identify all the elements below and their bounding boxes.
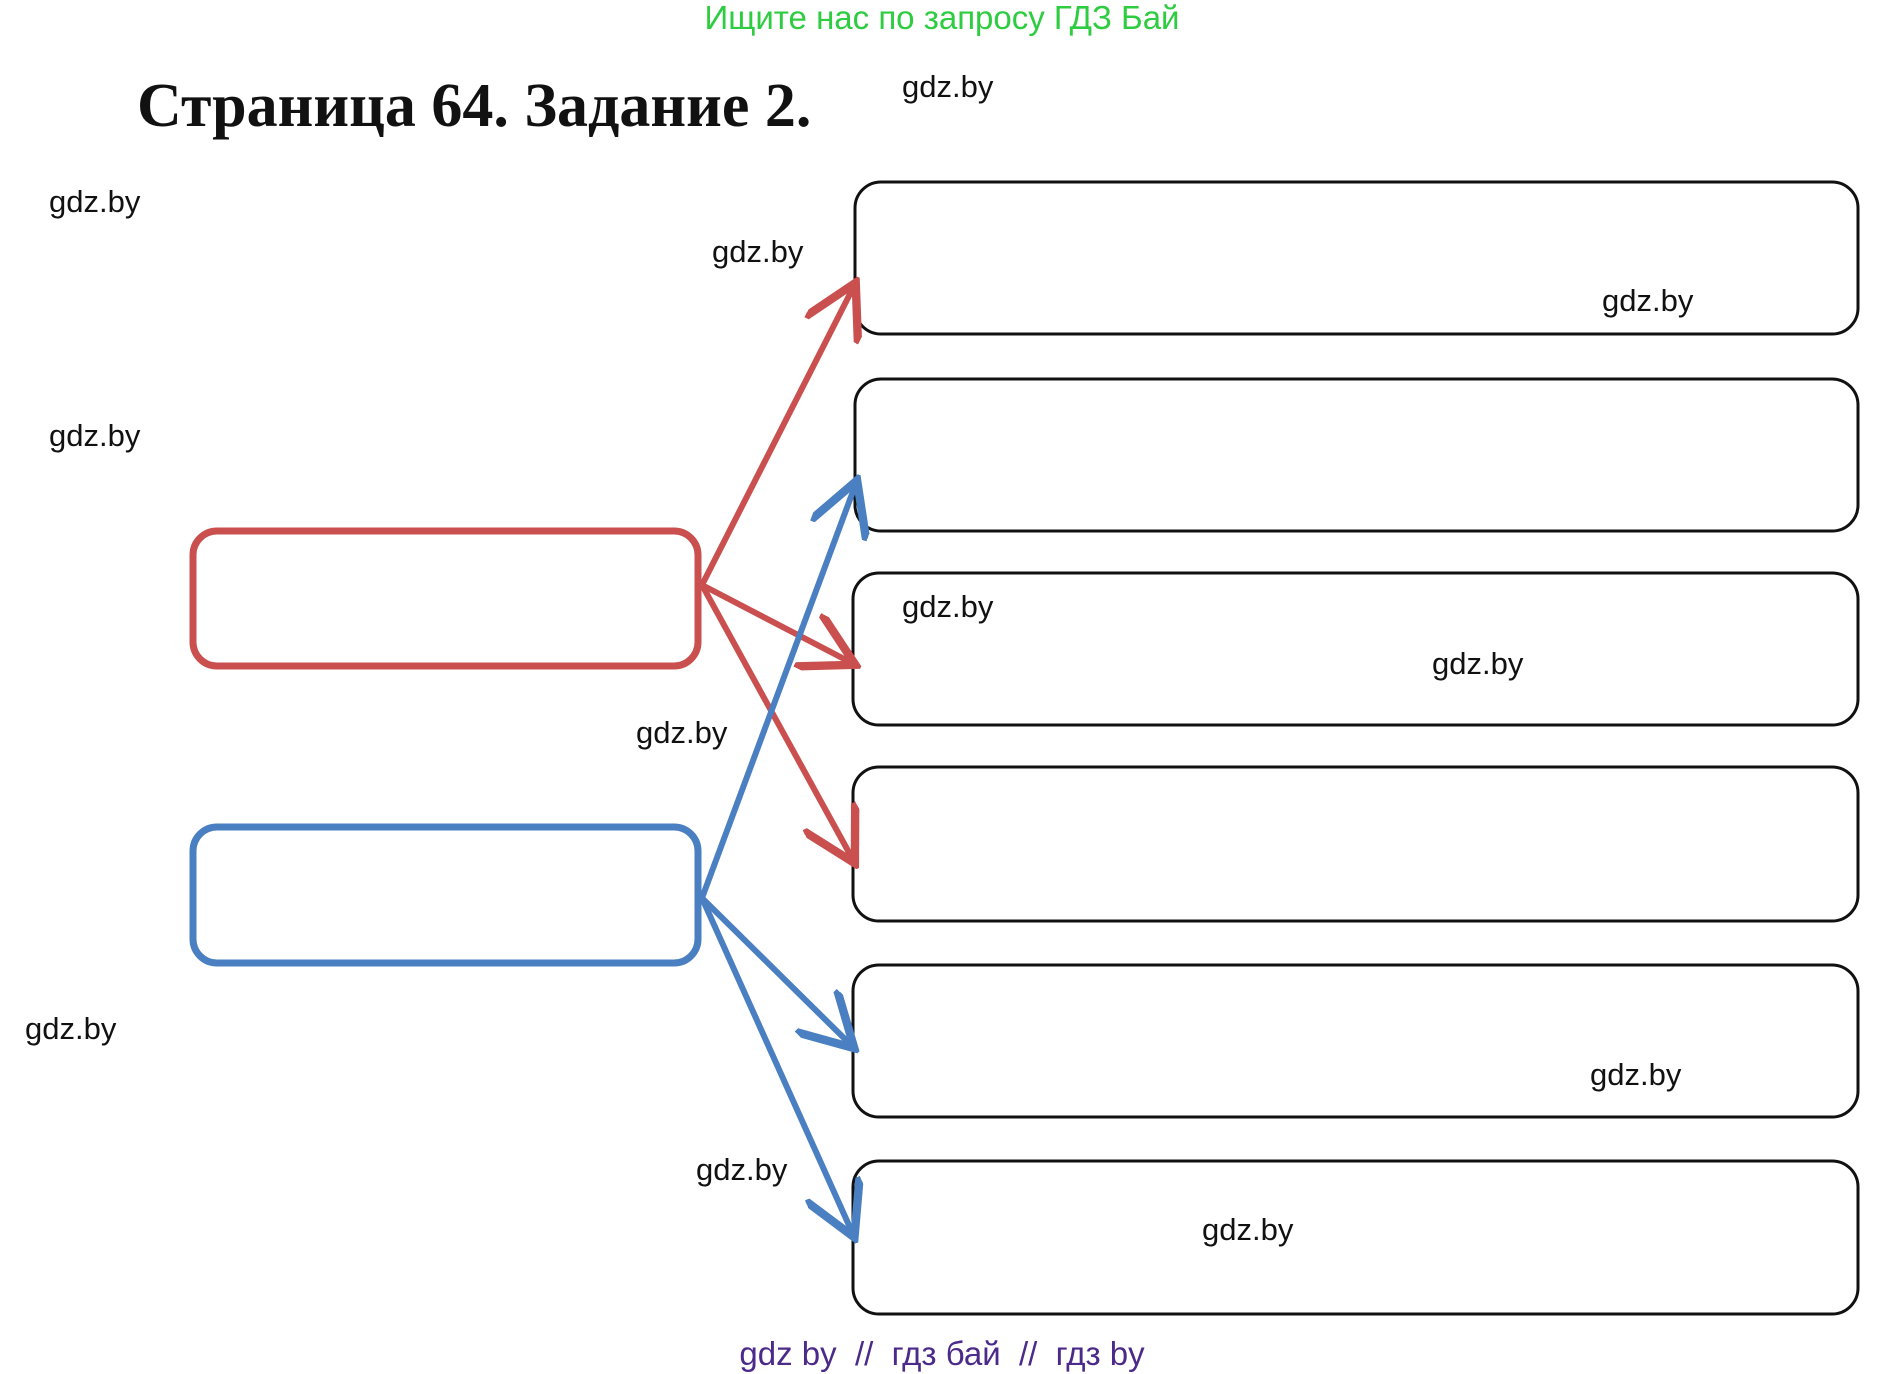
blue-arrow-to-box-2 <box>699 486 855 900</box>
watermark: gdz.by <box>636 715 728 750</box>
watermark: gdz.by <box>1202 1212 1294 1247</box>
watermark: gdz.by <box>49 418 141 453</box>
page-title: Страница 64. Задание 2. <box>137 72 812 140</box>
red-arrow-to-box-3 <box>700 582 850 662</box>
answer-box-1[interactable] <box>853 180 1860 336</box>
watermark: gdz.by <box>902 69 994 104</box>
answer-box-5[interactable] <box>851 963 1860 1119</box>
answer-box-4[interactable] <box>851 765 1860 923</box>
watermark: gdz.by <box>25 1011 117 1046</box>
top-banner: Ищите нас по запросу ГДЗ Бай <box>704 0 1180 36</box>
blue-arrow-to-box-6 <box>699 896 852 1232</box>
answer-box-2[interactable] <box>853 377 1860 533</box>
blue-source-box[interactable] <box>189 823 702 967</box>
watermark: gdz.by <box>49 184 141 219</box>
watermark: gdz.by <box>696 1152 788 1187</box>
watermark: gdz.by <box>712 234 804 269</box>
red-source-box[interactable] <box>189 527 702 670</box>
watermark: gdz.by <box>1432 646 1524 681</box>
watermark: gdz.by <box>1602 283 1694 318</box>
answer-box-3[interactable] <box>851 571 1860 727</box>
red-arrow-to-box-1 <box>699 288 853 587</box>
watermark: gdz.by <box>902 589 994 624</box>
blue-arrow-to-box-5 <box>699 895 850 1044</box>
red-arrow-to-box-4 <box>699 583 852 858</box>
watermark: gdz.by <box>1590 1057 1682 1092</box>
answer-box-6[interactable] <box>851 1159 1860 1316</box>
footer-banner: gdz by // гдз бай // гдз by <box>739 1335 1145 1372</box>
